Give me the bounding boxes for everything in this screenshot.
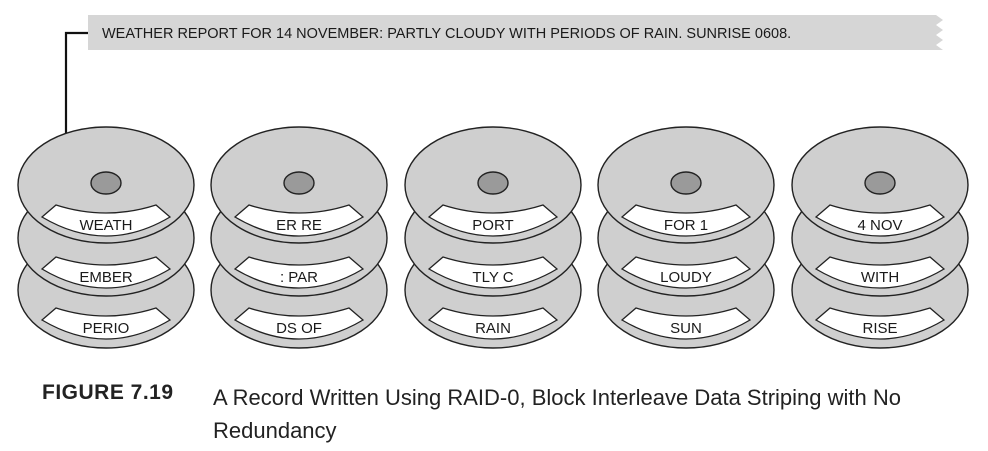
block-label: PORT [472, 217, 513, 234]
block-label-shape [814, 307, 946, 340]
spindle-hub [670, 171, 702, 195]
block-label: EMBER [79, 269, 133, 286]
block-label-shape [40, 256, 172, 289]
caption-title: A Record Written Using RAID-0, Block Int… [213, 385, 901, 443]
spindle-hub [283, 171, 315, 195]
block-label: ER RE [276, 217, 322, 234]
record-banner-shape [88, 15, 943, 50]
block-label: LOUDY [660, 269, 712, 286]
block-label: RAIN [475, 320, 511, 337]
block-label: SUN [670, 320, 702, 337]
spindle-hub [477, 171, 509, 195]
record-text: WEATHER REPORT FOR 14 NOVEMBER: PARTLY C… [102, 26, 791, 42]
block-label-shape [233, 204, 365, 237]
block-label: : PAR [280, 269, 318, 286]
block-label-shape [427, 256, 559, 289]
record-banner: WEATHER REPORT FOR 14 NOVEMBER: PARTLY C… [88, 15, 943, 50]
disk-array: WEATH EMBER PERIO ER RE : PAR DS OF PORT TLY C R… [17, 126, 969, 349]
block-label-shape [620, 204, 752, 237]
disk-drive: 4 NOV WITH RISE [791, 126, 969, 349]
block-label-shape [814, 256, 946, 289]
block-label-shape [620, 307, 752, 340]
block-label: WITH [861, 269, 899, 286]
block-label-shape [814, 204, 946, 237]
block-label: PERIO [83, 320, 130, 337]
disk-drive: PORT TLY C RAIN [404, 126, 582, 349]
block-label-shape [233, 307, 365, 340]
spindle-hub [864, 171, 896, 195]
raid0-diagram: WEATH ER RE PORT FOR 1 4 NOV EMBER : PAR TLY C… [17, 15, 969, 349]
block-label: WEATH [79, 217, 132, 234]
block-label-shape [620, 256, 752, 289]
block-label-shape [40, 307, 172, 340]
block-label: 4 NOV [857, 217, 902, 234]
block-label-shape [40, 204, 172, 237]
disk-drive: WEATH EMBER PERIO [17, 126, 195, 349]
block-label: FOR 1 [664, 217, 708, 234]
block-label-shape [233, 256, 365, 289]
caption-number: FIGURE 7.19 [42, 381, 174, 404]
block-label: RISE [862, 320, 897, 337]
disk-drive: ER RE : PAR DS OF [210, 126, 388, 349]
block-label: TLY C [472, 269, 513, 286]
disk-drive: FOR 1 LOUDY SUN [597, 126, 775, 349]
spindle-hub [90, 171, 122, 195]
block-label-shape [427, 204, 559, 237]
block-label-shape [427, 307, 559, 340]
block-label: DS OF [276, 320, 322, 337]
